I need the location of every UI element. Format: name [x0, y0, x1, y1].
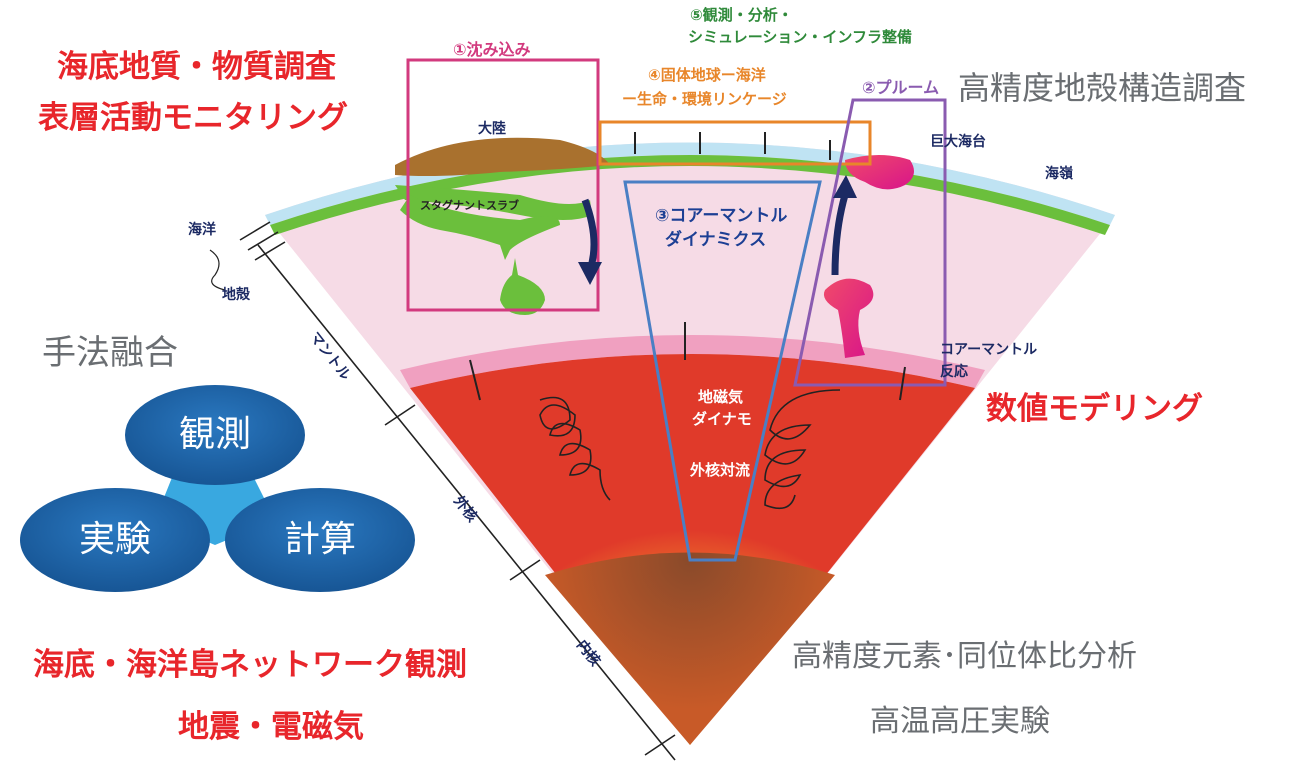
inner-core [545, 552, 835, 745]
label-cmb-reaction-line2: 反応 [940, 364, 968, 380]
convection-spiral-right [764, 389, 841, 510]
label-crust: 地殻 [222, 287, 250, 303]
stagnant-slab [400, 195, 560, 260]
top-center-line2: シミュレーション・インフラ整備 [688, 28, 912, 46]
oval-computation-shape [225, 488, 415, 592]
box-linkage [598, 120, 872, 166]
top-center-line1: ⑤観測・分析・ [690, 6, 793, 24]
left-top-line1: 海底地質・物質調査 [57, 49, 336, 85]
upwelling-arrow [831, 194, 849, 276]
continent-shape [395, 137, 610, 176]
box-subduction [406, 58, 600, 312]
box-cmb [623, 180, 822, 562]
box3-label-line2: ダイナミクス [665, 230, 767, 250]
label-continent: 大陸 [478, 121, 506, 137]
oval-observation-label: 観測 [179, 414, 252, 455]
depth-scale-line [257, 244, 676, 761]
oval-computation-label: 計算 [284, 519, 357, 560]
bottom-left-line1: 海底・海洋島ネットワーク観測 [33, 647, 467, 683]
dpp-layer [400, 335, 985, 388]
box4-label-line1: ④固体地球ー海洋 [648, 66, 766, 84]
oval-experiment-shape [20, 488, 210, 592]
slab-droplet [500, 258, 545, 315]
right-mid-title: 数値モデリング [986, 391, 1203, 427]
outer-core [410, 354, 975, 745]
slab [395, 185, 592, 220]
oval-observation-shape [125, 385, 305, 485]
label-outer-core-convection: 外核対流 [690, 461, 751, 479]
label-stagnant-slab: スタグナントスラブ [420, 199, 519, 212]
label-ocean: 海洋 [188, 222, 216, 238]
convection-spiral-left [539, 396, 611, 501]
bottom-left-line2: 地震・電磁気 [178, 709, 364, 745]
linkage-arrows [469, 132, 906, 401]
top-right-title: 高精度地殻構造調査 [958, 69, 1247, 107]
box2-label: ②プルーム [862, 78, 940, 97]
bottom-right-line2: 高温高圧実験 [870, 704, 1050, 739]
box3-label-line1: ③コアーマントル [655, 206, 788, 226]
scale-ticks [239, 221, 676, 756]
oval-experiment-label: 実験 [79, 519, 152, 560]
bottom-right-line1: 高精度元素･同位体比分析 [792, 639, 1137, 674]
box1-label: ①沈み込み [453, 40, 531, 59]
box-plume [793, 98, 947, 387]
label-cmb-reaction-line1: コアーマントル [940, 342, 1038, 358]
label-seamount: 海嶺 [1045, 166, 1073, 182]
label-geodynamo-line1: 地磁気 [698, 388, 744, 406]
label-geodynamo-line2: ダイナモ [692, 410, 752, 428]
left-top-line2: 表層活動モニタリング [38, 100, 348, 136]
ocean-pointer [209, 249, 226, 291]
method-fusion-title: 手法融合 [42, 333, 178, 373]
box4-label-line2: ー生命・環境リンケージ [622, 90, 787, 108]
plume-rising [823, 278, 874, 358]
label-giant-plateau: 巨大海台 [930, 134, 986, 150]
